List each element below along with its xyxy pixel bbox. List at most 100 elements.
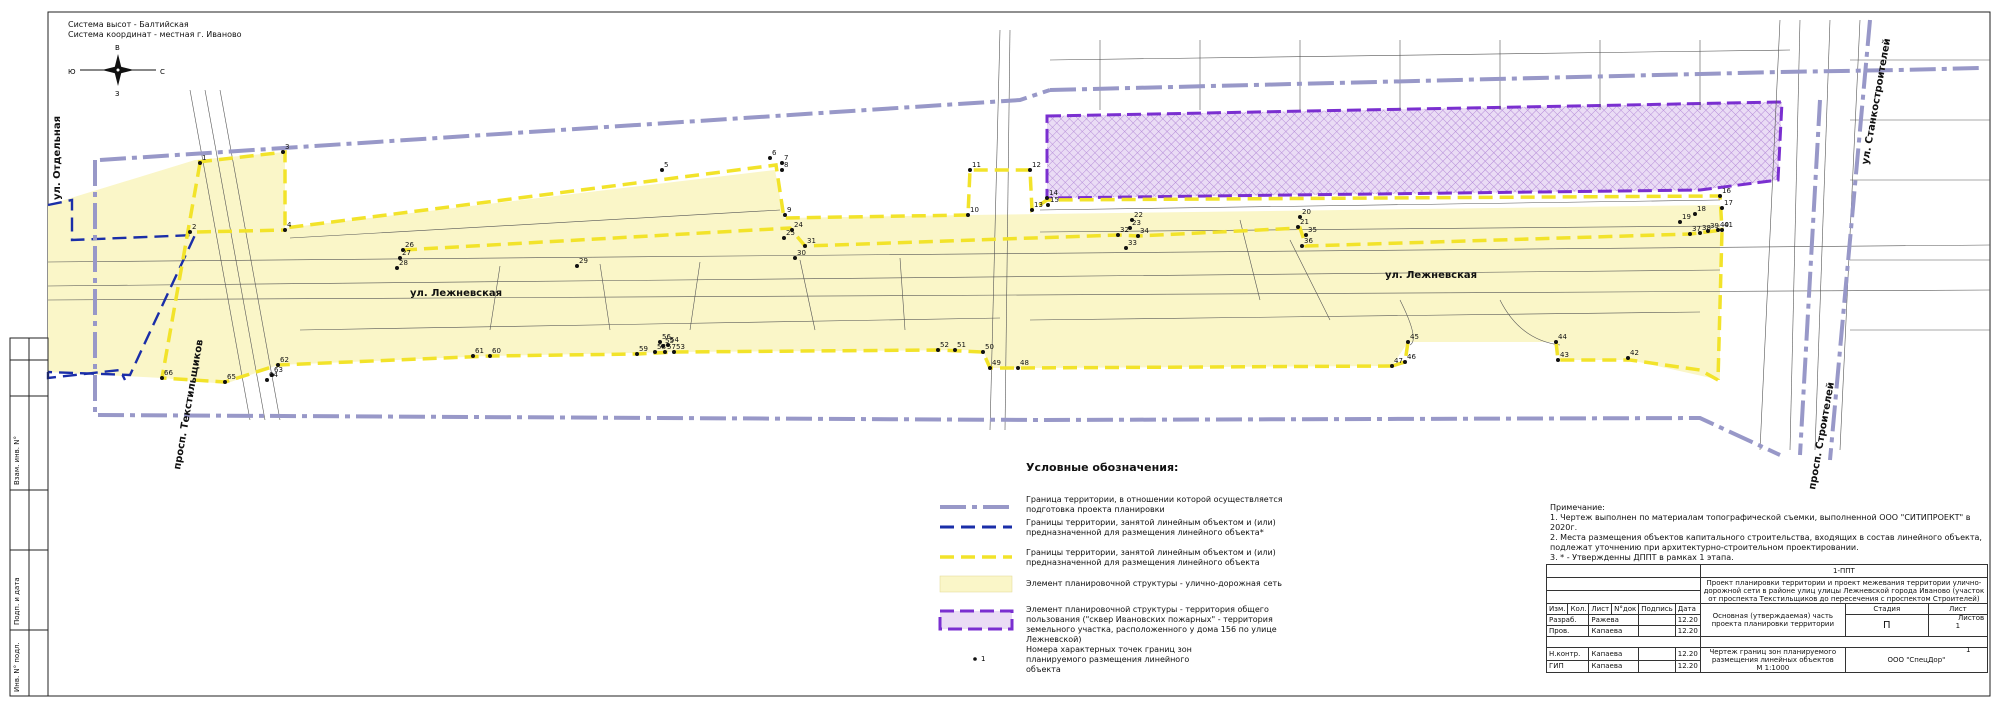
- point-label: 25: [786, 229, 795, 237]
- point-label: 48: [1020, 359, 1029, 367]
- point-16: 16: [1718, 187, 1731, 198]
- row-role: ГИП: [1545, 659, 1590, 673]
- point-46: 46: [1403, 353, 1416, 364]
- point-30: 30: [793, 249, 806, 260]
- point-2: 2: [188, 223, 196, 234]
- note-1: 1. Чертеж выполнен по материалам топогра…: [1550, 513, 1971, 532]
- legend-title: Условные обозначения:: [1026, 461, 1179, 474]
- hdr-doc: N°док: [1611, 603, 1640, 615]
- point-marker: [803, 244, 807, 248]
- point-label: 4: [287, 221, 292, 229]
- point-marker: [1406, 340, 1410, 344]
- point-label: 56: [662, 333, 671, 341]
- sheets-header: Листов: [1958, 614, 1985, 622]
- compass-letter-s: Ю: [68, 68, 76, 76]
- point-28: 28: [395, 259, 408, 270]
- point-marker: [968, 168, 972, 172]
- point-marker: [1706, 229, 1710, 233]
- hdr-list: Лист: [1588, 603, 1613, 615]
- point-label: 17: [1724, 199, 1733, 207]
- point-44: 44: [1554, 333, 1567, 344]
- point-55: 55: [661, 337, 674, 348]
- point-label: 23: [1132, 219, 1141, 227]
- point-label: 29: [579, 257, 588, 265]
- point-label: 34: [1140, 227, 1149, 235]
- point-marker: [281, 150, 285, 154]
- point-23: 23: [1128, 219, 1141, 230]
- side-stamp: [9, 337, 49, 697]
- row-name: Капаева: [1588, 659, 1640, 673]
- point-marker: [1390, 364, 1394, 368]
- row-name: Капаева: [1588, 647, 1640, 661]
- point-marker: [1124, 246, 1128, 250]
- point-marker: [1116, 233, 1120, 237]
- legend-item-approved-boundary: Границы территории, занятой линейным объ…: [1026, 518, 1276, 537]
- point-42: 42: [1626, 349, 1639, 360]
- point-marker: [780, 161, 784, 165]
- doc-code: 1-ППТ: [1699, 564, 1989, 578]
- point-label: 5: [664, 161, 668, 169]
- point-22: 22: [1130, 211, 1143, 222]
- point-label: 11: [972, 161, 981, 169]
- point-14: 14: [1045, 189, 1058, 200]
- row-name: Капаева: [1588, 625, 1640, 637]
- point-label: 33: [1128, 239, 1137, 247]
- point-marker: [981, 350, 985, 354]
- point-label: 3: [285, 143, 289, 151]
- point-marker: [793, 256, 797, 260]
- point-51: 51: [953, 341, 966, 352]
- point-marker: [265, 378, 269, 382]
- point-label: 51: [957, 341, 966, 349]
- point-marker: [1300, 244, 1304, 248]
- point-marker: [1554, 340, 1558, 344]
- point-marker: [1626, 356, 1630, 360]
- point-13: 13: [1030, 201, 1043, 212]
- point-48: 48: [1016, 359, 1029, 370]
- legend-item-linear-boundary: Границы территории, занятой линейным объ…: [1026, 548, 1276, 567]
- sheet-title: Чертеж границ зон планируемого размещени…: [1699, 647, 1846, 673]
- point-marker: [782, 236, 786, 240]
- point-marker: [1403, 360, 1407, 364]
- hdr-kol: Кол.: [1567, 603, 1590, 615]
- point-marker: [276, 363, 280, 367]
- point-marker: [966, 213, 970, 217]
- point-marker: [658, 340, 662, 344]
- point-marker: [575, 264, 579, 268]
- public-square-area: [1045, 100, 1784, 200]
- point-12: 12: [1028, 161, 1041, 172]
- compass-letter-n: С: [160, 68, 165, 76]
- point-label: 19: [1682, 213, 1691, 221]
- point-label: 52: [940, 341, 949, 349]
- part-title: Основная (утверждаемая) часть проекта пл…: [1699, 603, 1846, 637]
- point-32: 32: [1116, 226, 1129, 237]
- row-name: Ражева: [1588, 614, 1640, 626]
- point-label: 13: [1034, 201, 1043, 209]
- linear-object-boundary: [160, 150, 1724, 384]
- point-1: 1: [198, 154, 206, 165]
- point-marker: [1296, 225, 1300, 229]
- point-marker: [1045, 196, 1049, 200]
- point-label: 22: [1134, 211, 1143, 219]
- point-24: 24: [790, 221, 803, 232]
- point-label: 49: [992, 359, 1001, 367]
- point-7: 7: [780, 154, 788, 165]
- point-marker: [471, 354, 475, 358]
- compass-letter-w: З: [115, 90, 120, 98]
- point-17: 17: [1720, 199, 1733, 210]
- point-9: 9: [783, 206, 791, 217]
- organization: ООО "СпецДор": [1844, 647, 1989, 673]
- point-label: 61: [475, 347, 484, 355]
- legend-samples: 1: [938, 505, 1014, 663]
- point-label: 31: [807, 237, 816, 245]
- point-marker: [635, 352, 639, 356]
- point-marker: [1046, 203, 1050, 207]
- point-marker: [666, 343, 670, 347]
- point-marker: [1720, 228, 1724, 232]
- sheet-scale: М 1:1000: [1756, 664, 1790, 672]
- row-date: 12.20: [1674, 614, 1701, 626]
- point-marker: [1718, 194, 1722, 198]
- point-marker: [283, 228, 287, 232]
- point-marker: [1720, 206, 1724, 210]
- project-title: Проект планировки территории и проект ме…: [1699, 577, 1989, 604]
